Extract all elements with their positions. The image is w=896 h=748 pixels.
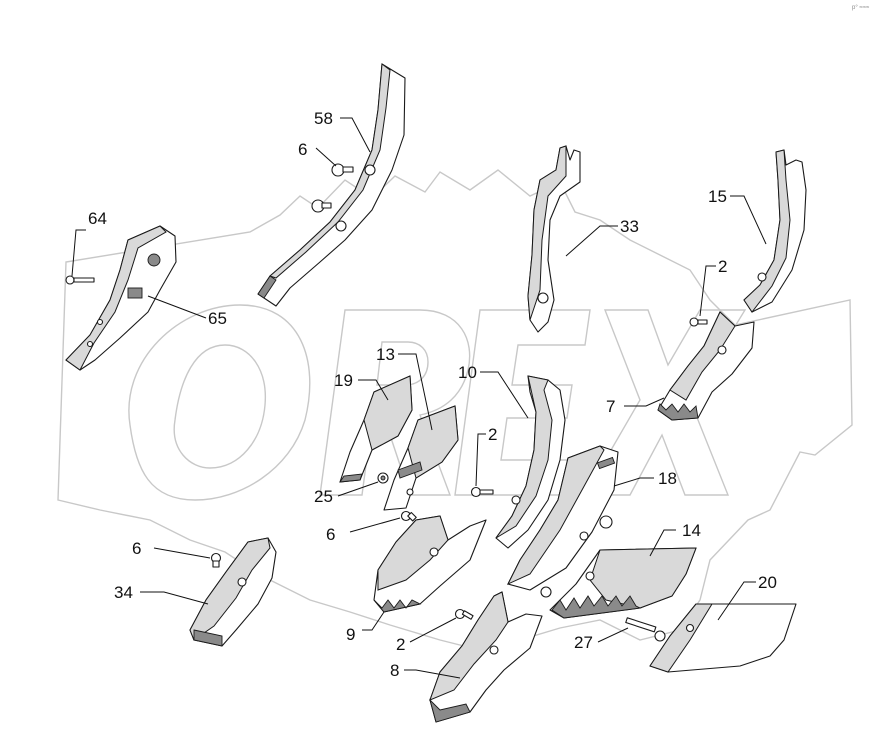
watermark-letter-r (319, 309, 471, 496)
part-7-toothed-shoe (657, 311, 755, 421)
callout-18: 18 (658, 469, 677, 488)
callout-13: 13 (376, 345, 395, 364)
screw-6-lower (311, 199, 332, 213)
callout-6: 6 (326, 525, 335, 544)
callout-6: 6 (298, 140, 307, 159)
part-10-blade (495, 375, 566, 549)
callout-27: 27 (574, 633, 593, 652)
callout-2: 2 (718, 257, 727, 276)
callout-58: 58 (314, 109, 333, 128)
callout-25: 25 (314, 487, 333, 506)
bolt-hole (335, 220, 347, 232)
part-14-toothed-plate (549, 547, 697, 619)
screw-2-center (470, 486, 494, 498)
callout-34: 34 (114, 583, 133, 602)
screw-27 (625, 617, 666, 642)
callout-8: 8 (390, 661, 399, 680)
part-65-bracket (65, 225, 177, 371)
callout-15: 15 (708, 187, 727, 206)
callout-64: 64 (88, 209, 107, 228)
part-58-guide (257, 63, 406, 307)
screw-64 (65, 275, 95, 285)
watermark-letter-x (583, 309, 747, 496)
callout-33: 33 (620, 217, 639, 236)
part-20-plate (649, 603, 797, 673)
callout-2: 2 (396, 635, 405, 654)
slot (127, 287, 143, 299)
pivot-knob (147, 253, 161, 267)
callout-10: 10 (458, 363, 477, 382)
leader-lines (71, 117, 767, 679)
corner-mark: p° ≈≈≈ (852, 5, 870, 11)
part-34-small-shoe (189, 537, 277, 647)
callout-6: 6 (132, 539, 141, 558)
screw-2-right (689, 317, 708, 327)
bolt-hole (364, 164, 376, 176)
part-15-fork-segment (743, 149, 807, 313)
screw-6-left (210, 552, 222, 568)
part-18-slotted-bar (506, 445, 619, 598)
screw-2-lower (454, 608, 474, 620)
watermark-letter-o (128, 304, 311, 501)
part-33-fork-segment (527, 145, 581, 333)
callout-19: 19 (334, 371, 353, 390)
part-19-wedge (339, 375, 413, 483)
callout-20: 20 (758, 573, 777, 592)
screw-6-upper (331, 163, 354, 177)
callout-65: 65 (208, 309, 227, 328)
callout-7: 7 (606, 397, 615, 416)
part-9-toothed-shoe (373, 515, 487, 613)
callout-9: 9 (346, 625, 355, 644)
part-13-wedge (383, 405, 459, 511)
watermark-letters (128, 304, 747, 501)
part-8-shoe (429, 591, 543, 723)
callout-2: 2 (488, 425, 497, 444)
callout-labels: 58 6 64 65 33 15 2 13 19 10 7 2 18 25 6 … (88, 109, 777, 680)
nut-25 (377, 472, 389, 484)
screw-6-center (400, 510, 417, 522)
callout-14: 14 (682, 521, 701, 540)
